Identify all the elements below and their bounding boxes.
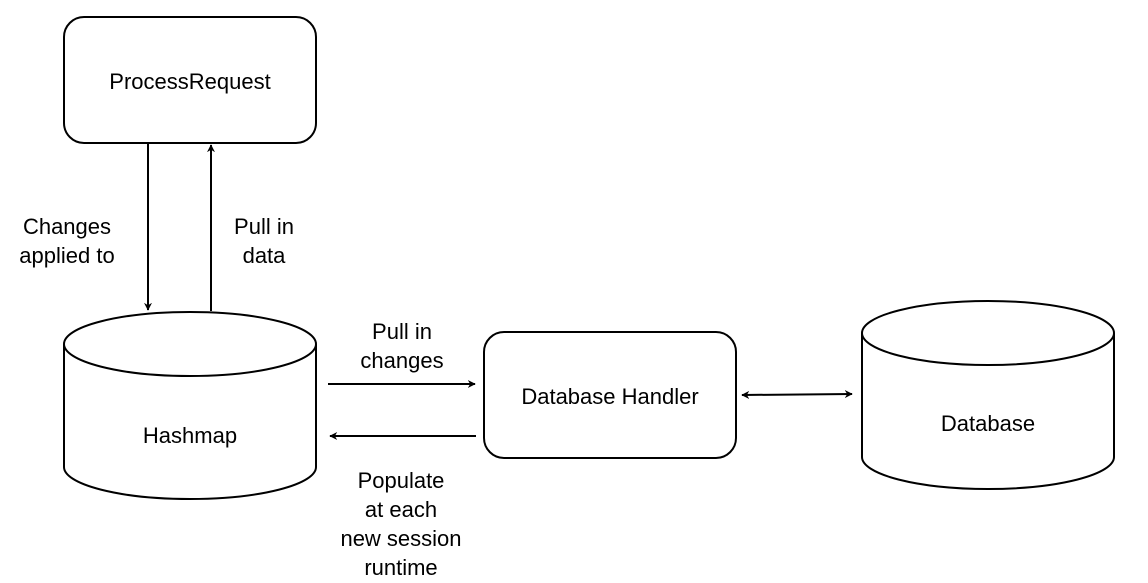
database-handler-box[interactable] [483, 331, 737, 459]
process-request-label: ProcessRequest [109, 69, 271, 94]
hashmap-label: Hashmap [142, 423, 238, 448]
edge-label-changes-applied-to: Changes applied to [19, 214, 115, 268]
edge-label-pull-in-changes: Pull in changes [360, 319, 444, 373]
process-request-box[interactable] [63, 16, 317, 144]
database-cylinder[interactable] [861, 300, 1115, 490]
edge-label-populate: Populate at each new session runtime [340, 468, 462, 580]
edge-handler-database [741, 390, 853, 399]
database-label: Database [940, 411, 1036, 436]
database-handler-label: Database Handler [521, 384, 699, 409]
hashmap-cylinder[interactable] [63, 311, 317, 500]
edge-label-pull-in-data: Pull in data [234, 214, 294, 268]
